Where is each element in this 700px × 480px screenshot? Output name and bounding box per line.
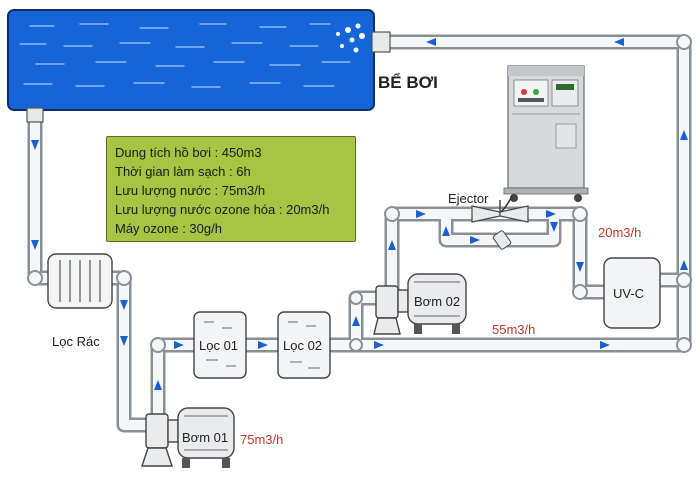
arrow-up-icon [680,130,688,140]
arrow-up-icon [352,316,360,326]
arrow-right-icon [416,210,426,218]
info-line-capacity: Dung tích hồ bơi : 450m3 [115,145,262,160]
arrow-right-icon [374,341,384,349]
arrow-down-icon [31,240,39,250]
ozone-flow-label: 20m3/h [598,225,641,240]
pipe-joints [27,34,692,353]
ejector-label: Ejector [448,191,489,206]
filter-02-label: Lọc 02 [283,338,322,353]
arrow-right-icon [258,341,268,349]
flow-arrows [31,38,688,390]
arrow-up-icon [388,240,396,250]
pump-02-label: Bơm 02 [414,294,460,309]
pump-01-label: Bơm 01 [182,430,228,445]
info-line-water-flow: Lưu lượng nước : 75m3/h [115,183,266,198]
info-line-ozone-machine: Máy ozone : 30g/h [115,221,222,236]
arrow-right-icon [470,236,480,244]
trash-filter [47,253,113,309]
arrow-right-icon [546,210,556,218]
arrow-left-icon [426,38,436,46]
uvc-label: UV-C [613,286,644,301]
arrow-up-icon [154,380,162,390]
arrow-down-icon [31,140,39,150]
pool-label: BỂ BƠI [378,73,438,92]
filter-01 [193,311,247,379]
arrow-up-icon [680,260,688,270]
uvc-unit [603,257,661,329]
info-line-cleaning-time: Thời gian làm sạch : 6h [115,164,251,179]
swimming-pool [7,9,391,123]
ozone-generator [497,65,589,215]
arrow-down-icon [120,300,128,310]
pump-02 [373,273,467,335]
arrow-up-icon [442,226,450,236]
trash-filter-label: Lọc Rác [52,334,100,349]
arrow-right-icon [600,341,610,349]
bypass-flow-label: 55m3/h [492,322,535,337]
arrow-down-icon [576,262,584,272]
ejector-unit [471,200,529,250]
arrow-left-icon [614,38,624,46]
arrow-down-icon [550,222,558,232]
filter-02 [277,311,331,379]
info-box: Dung tích hồ bơi : 450m3 Thời gian làm s… [106,136,356,242]
arrow-right-icon [174,341,184,349]
info-line-ozonated-flow: Lưu lượng nước ozone hóa : 20m3/h [115,202,330,217]
pump1-flow-label: 75m3/h [240,432,283,447]
arrow-down-icon [120,336,128,346]
filter-01-label: Lọc 01 [199,338,238,353]
ozone-bubbles [336,23,365,53]
pump-01 [141,407,235,468]
